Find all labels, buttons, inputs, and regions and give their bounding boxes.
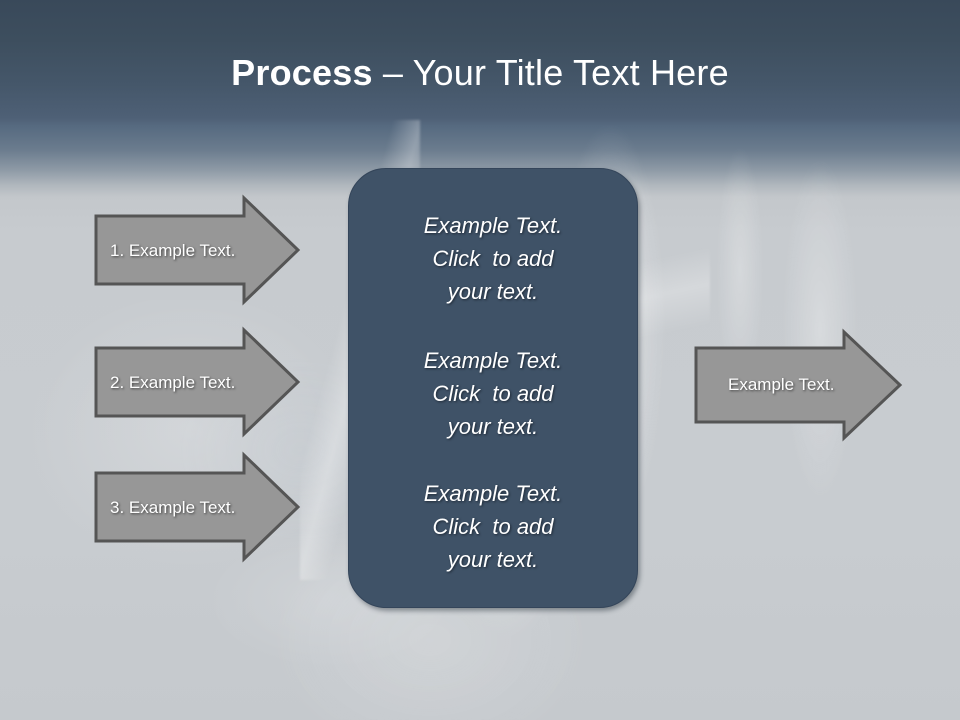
arrow-right-shape-icon [94, 194, 301, 306]
output-arrow-label: Example Text. [728, 375, 835, 394]
input-arrow-1-label: 1. Example Text. [110, 240, 236, 260]
slide-title-rest: – Your Title Text Here [372, 52, 729, 93]
process-panel[interactable]: Example Text. Click to add your text. Ex… [348, 168, 638, 608]
arrow-right-shape-icon [694, 328, 903, 442]
input-arrow-3-label: 3. Example Text. [110, 497, 236, 517]
input-arrow-2-label: 2. Example Text. [110, 372, 236, 392]
process-panel-text-1: Example Text. Click to add your text. [423, 213, 563, 304]
input-arrow-3[interactable]: 3. Example Text. [94, 451, 301, 563]
slide-title: Process – Your Title Text Here [0, 50, 960, 96]
output-arrow[interactable]: Example Text. [694, 328, 903, 442]
arrow-right-shape-icon [94, 326, 301, 438]
arrow-right-shape-icon [94, 451, 301, 563]
process-panel-text-2: Example Text. Click to add your text. [423, 348, 563, 439]
process-panel-text-3: Example Text. Click to add your text. [423, 481, 563, 572]
input-arrow-1[interactable]: 1. Example Text. [94, 194, 301, 306]
input-arrow-2[interactable]: 2. Example Text. [94, 326, 301, 438]
slide-title-strong: Process [231, 52, 373, 93]
